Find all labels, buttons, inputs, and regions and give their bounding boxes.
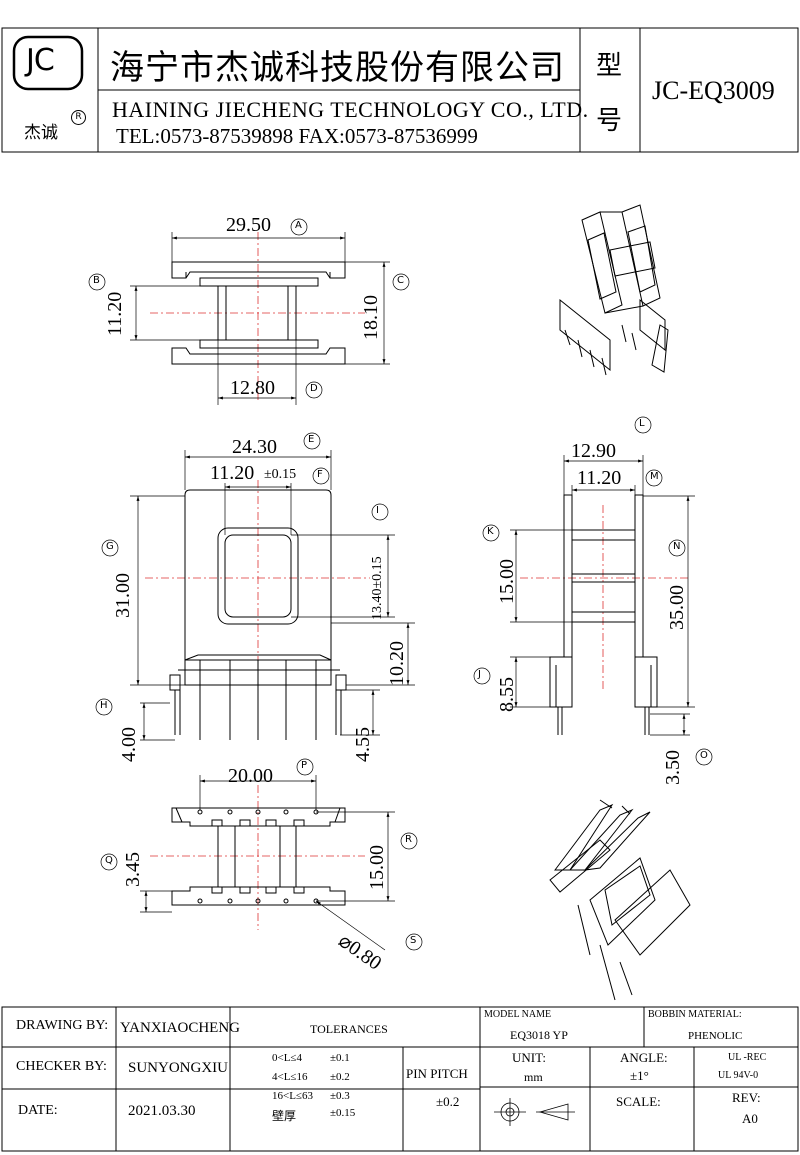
footer-frame: [1, 1006, 799, 1152]
rev-label: REV:: [732, 1090, 761, 1105]
logo-letters: JC: [26, 43, 55, 78]
tol-value-2: ±0.2: [330, 1071, 350, 1083]
dim-bottom-offset: 3.45: [122, 852, 144, 887]
company-name-en: HAINING JIECHENG TECHNOLOGY CO., LTD.: [112, 97, 589, 122]
angle-label: ANGLE:: [620, 1050, 668, 1065]
tol-value-4: ±0.15: [330, 1107, 356, 1119]
registered-mark: R: [71, 110, 86, 125]
tag-r: R: [405, 834, 412, 845]
tag-e: E: [308, 434, 315, 445]
tag-i: I: [376, 505, 379, 516]
top-view: [171, 261, 346, 365]
top-view-dims: [88, 218, 410, 405]
scale-label: SCALE:: [616, 1094, 661, 1109]
tag-g: G: [106, 541, 114, 552]
front-view-dims: [95, 432, 415, 741]
rev-value: A0: [742, 1111, 758, 1126]
dim-front-height: 31.00: [112, 573, 134, 618]
tol-value-1: ±0.1: [330, 1052, 350, 1064]
drawing-by-label: DRAWING BY:: [16, 1018, 109, 1033]
tol-range-1: 0<L≤4: [272, 1052, 302, 1064]
tag-o: O: [700, 750, 708, 761]
front-view: [169, 489, 347, 740]
dim-side-pin: 3.50: [662, 750, 684, 785]
dim-top-width: 29.50: [226, 214, 271, 236]
ul-rating: UL 94V-0: [718, 1070, 759, 1081]
model-label-2: 号: [596, 106, 623, 136]
dim-front-window-h: 13.40±0.15: [370, 556, 385, 620]
side-view-dims: [473, 416, 713, 766]
dim-front-width: 24.30: [232, 436, 277, 458]
tag-k: K: [487, 526, 494, 537]
bobbin-material-label: BOBBIN MATERIAL:: [648, 1009, 742, 1020]
tol-range-4: 壁厚: [272, 1109, 297, 1123]
header-frame: [1, 27, 799, 153]
pin-pitch-value: ±0.2: [436, 1094, 460, 1109]
model-label-1: 型: [596, 51, 623, 81]
dim-bottom-row: 15.00: [366, 845, 388, 890]
company-contact: TEL:0573-87539898 FAX:0573-87536999: [116, 124, 478, 148]
date-label: DATE:: [18, 1103, 58, 1118]
tol-value-3: ±0.3: [330, 1090, 350, 1102]
tag-j: J: [478, 669, 481, 680]
dim-top-core: 12.80: [230, 377, 275, 399]
dim-front-lower: 10.20: [386, 641, 408, 686]
dim-side-width: 12.90: [571, 440, 616, 462]
model-name-value: EQ3018 YP: [510, 1028, 568, 1042]
dim-top-left: 11.20: [104, 291, 126, 336]
model-name-label: MODEL NAME: [484, 1009, 552, 1020]
dim-front-window: 11.20: [210, 462, 255, 484]
tag-m: M: [650, 471, 659, 482]
tag-s: S: [410, 935, 417, 946]
tag-p: P: [301, 760, 308, 771]
company-logo: [12, 35, 84, 91]
dim-bottom-pitch: 20.00: [228, 765, 273, 787]
tag-n: N: [673, 541, 681, 552]
iso-view-bottom: [549, 799, 691, 1001]
tag-c: C: [397, 275, 404, 286]
dim-front-pin: 4.00: [118, 727, 140, 762]
tag-f: F: [317, 469, 323, 480]
angle-value: ±1°: [630, 1068, 649, 1083]
tag-l: L: [639, 418, 645, 429]
tag-a: A: [295, 220, 302, 231]
drawing-by-value: YANXIAOCHENG: [120, 1020, 240, 1036]
tag-b: B: [93, 275, 100, 286]
tol-range-2: 4<L≤16: [272, 1071, 308, 1083]
model-code: JC-EQ3009: [652, 76, 775, 105]
projection-symbol: [494, 1098, 575, 1126]
ul-rec: UL -REC: [728, 1052, 767, 1063]
company-name-cn: 海宁市杰诚科技股份有限公司: [110, 48, 565, 88]
dim-side-inner: 11.20: [577, 467, 622, 489]
iso-view-top: [559, 204, 669, 376]
center-lines: [145, 232, 690, 930]
bottom-view-dims: [100, 758, 423, 951]
tag-h: H: [100, 700, 108, 711]
unit-value: mm: [524, 1070, 543, 1084]
dim-side-height: 35.00: [666, 585, 688, 630]
tag-d: D: [310, 383, 318, 394]
bottom-view: [171, 807, 346, 906]
tag-q: Q: [105, 855, 113, 866]
dim-side-wind: 15.00: [496, 559, 518, 604]
tolerances-label: TOLERANCES: [310, 1022, 388, 1036]
date-value: 2021.03.30: [128, 1103, 196, 1119]
unit-label: UNIT:: [512, 1050, 547, 1065]
pin-pitch-label: PIN PITCH: [406, 1066, 468, 1081]
dim-front-pin2: 4.55: [352, 727, 374, 762]
dim-side-base: 8.55: [496, 677, 518, 712]
checker-by-label: CHECKER BY:: [16, 1059, 107, 1074]
dim-front-window-tol: ±0.15: [264, 467, 297, 482]
logo-brand: 杰诚: [24, 123, 58, 143]
tol-range-3: 16<L≤63: [272, 1090, 313, 1102]
bobbin-material-value: PHENOLIC: [688, 1030, 743, 1042]
side-view: [549, 494, 658, 735]
dim-top-right: 18.10: [360, 295, 382, 340]
checker-by-value: SUNYONGXIU: [128, 1060, 228, 1076]
